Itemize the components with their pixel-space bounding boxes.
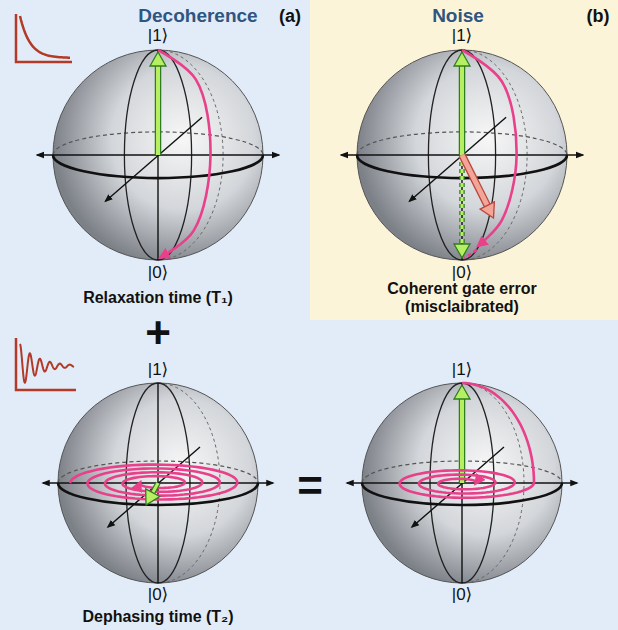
state-vector: [150, 52, 166, 155]
state-vector: [454, 244, 470, 258]
damped-oscillation-icon: [16, 338, 76, 390]
bloch-sphere: [347, 383, 577, 583]
damped-oscillation-icon: [16, 338, 76, 390]
bloch-sphere: [341, 50, 583, 260]
ket-label: |0⟩: [148, 585, 169, 605]
state-vector: [459, 66, 466, 155]
trajectory-curve: [400, 383, 534, 498]
axis-line: [461, 383, 462, 583]
axis-line: [108, 447, 200, 527]
panel-letter: (a): [279, 6, 301, 27]
decay-icon: [20, 16, 70, 58]
panel-background: [310, 0, 618, 320]
ket-label: |1⟩: [452, 26, 473, 46]
trajectory-curve: [464, 250, 477, 259]
panel-heading: Noise: [432, 5, 484, 27]
state-vector: [454, 385, 470, 483]
state-vector: [146, 483, 160, 505]
panel-background: [310, 320, 618, 630]
caption-text: Coherent gate error (misclaibrated): [362, 280, 562, 317]
state-vector: [454, 52, 470, 155]
state-vector: [462, 155, 487, 205]
state-vector: [480, 202, 494, 218]
caption-text: Relaxation time (T₁): [83, 289, 233, 307]
bloch-sphere: [37, 50, 279, 260]
bloch-sphere: [43, 383, 273, 583]
state-vector: [146, 489, 160, 505]
operator-symbol: +: [145, 308, 171, 359]
axis-line: [157, 50, 158, 260]
state-vector: [462, 155, 487, 205]
ket-label: |1⟩: [148, 360, 169, 380]
trajectory-curve: [462, 50, 517, 245]
axis-line: [106, 117, 203, 201]
ket-label: |1⟩: [452, 360, 473, 380]
decay-icon: [16, 14, 72, 62]
caption-text: Dephasing time (T₂): [82, 608, 233, 626]
panel-letter: (b): [587, 6, 610, 27]
state-vector: [454, 385, 470, 399]
state-vector: [156, 66, 160, 155]
state-vector: [460, 66, 464, 155]
ket-label: |1⟩: [148, 26, 169, 46]
panel-heading: Decoherence: [138, 5, 257, 27]
state-vector: [153, 483, 158, 493]
state-vector: [462, 155, 494, 218]
axis-line: [410, 117, 507, 201]
panel-background: [0, 0, 310, 630]
damped-oscillation-icon: [20, 344, 74, 383]
ket-label: |0⟩: [452, 585, 473, 605]
state-vector: [459, 155, 465, 244]
ket-label: |0⟩: [148, 263, 169, 283]
state-vector: [153, 483, 158, 493]
state-vector: [461, 155, 464, 244]
operator-symbol: =: [297, 461, 323, 512]
trajectory-curve: [158, 50, 211, 257]
decay-icon: [16, 14, 72, 62]
state-vector: [155, 66, 162, 155]
